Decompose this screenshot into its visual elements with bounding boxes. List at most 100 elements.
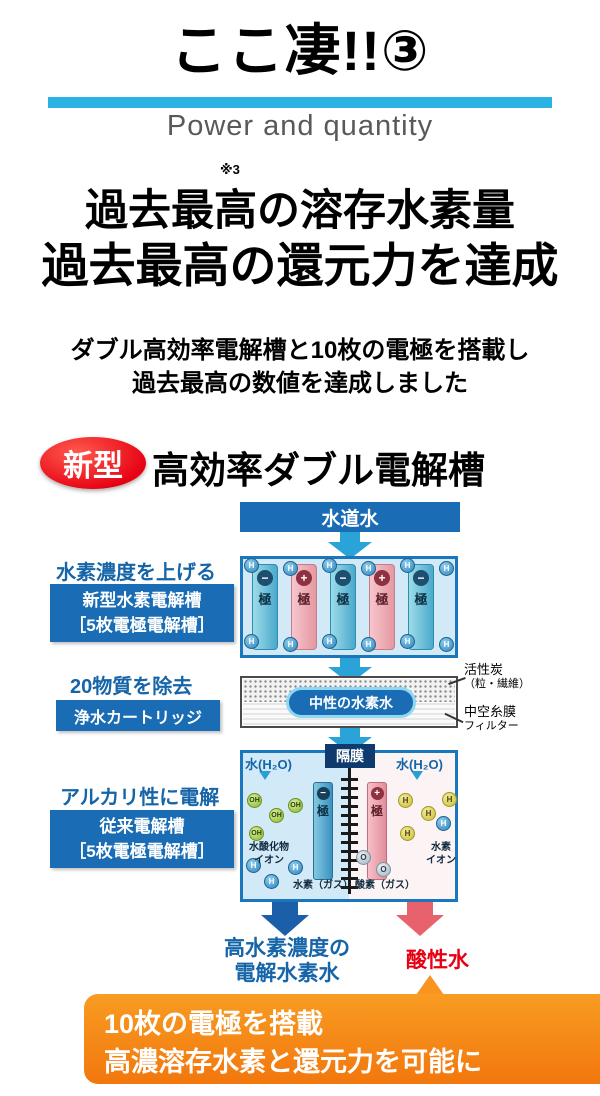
hollow-fiber-label-line1: 中空糸膜 [464,704,517,719]
down-arrow-icon [340,728,360,737]
electrode-label: 極 [414,592,428,607]
tap-water-label: 水道水 [240,502,460,532]
footer-banner-line1: 10枚の電極を搭載 [104,1009,324,1039]
output-label-hydrogen-water-line1: 高水素濃度の [224,937,350,960]
hydroxide-ion-label-line2: イオン [254,854,284,866]
hydrogen-ion-icon: H [264,874,279,889]
electrode-label: 極 [375,592,389,607]
section-title: 高効率ダブル電解槽 [152,450,485,491]
hydrogen-ion-icon: H [400,634,415,649]
oxygen-ion-icon: O [356,850,371,865]
hydrogen-ion-plus-icon: H [400,826,415,841]
activated-carbon-label-line2: （粒・繊維） [464,678,530,691]
caption-alkaline-electrolysis: アルカリ性に電解 [60,787,220,809]
oxygen-gas-label: 酸素（ガス） [355,880,415,891]
label-box-new-electrolyzer-line1: 新型水素電解槽 [82,590,202,610]
hydrogen-ion-icon: H [400,558,415,573]
accent-bar [48,97,552,108]
electrode-plate-positive: + 極 [291,564,317,650]
hydroxide-ion-icon: OH [269,808,284,823]
hydrogen-ion-label: 水素 イオン [422,842,460,867]
electrode-plate-negative: − 極 [330,564,356,650]
anode-plate: + 極 [367,782,387,880]
hydroxide-ion-icon: OH [247,793,262,808]
water-inlet-label-right: 水(H₂O) [396,757,443,772]
description-line-1: ダブル高効率電解槽と10枚の電極を搭載し [70,337,530,364]
label-box-purification-cartridge: 浄水カートリッジ [56,700,220,731]
electrode-label: 極 [370,804,383,818]
electrode-label: 極 [258,592,272,607]
output-arrow-acidic-water [396,915,444,936]
water-inlet-label-left: 水(H₂O) [245,757,292,772]
electrode-plate-negative: − 極 [252,564,278,650]
footer-banner-notch [416,975,444,995]
hydrogen-ion-label-line2: イオン [426,854,456,866]
hydrogen-ion-icon: H [283,637,298,652]
page-title: ここ凄!!③ [170,19,430,82]
hydrogen-ion-icon: H [244,558,259,573]
electrode-plate-positive: + 極 [369,564,395,650]
hydrogen-ion-icon: H [439,637,454,652]
label-box-conventional-electrolyzer-line1: 従来電解槽 [99,816,185,836]
output-arrow-acidic-water [407,902,433,915]
minus-symbol-icon: − [316,787,330,800]
down-arrow-icon [340,532,360,542]
mini-down-arrow-icon [411,771,423,780]
hydrogen-ion-plus-icon: H [442,792,457,807]
output-label-hydrogen-water: 高水素濃度の 電解水素水 [190,936,384,986]
headline-dissolved-hydrogen: 過去最高の溶存水素量 [85,187,515,235]
hydrogen-ion-icon: H [288,860,303,875]
electrode-label: 極 [316,804,329,818]
hydrogen-ion-icon: H [246,858,261,873]
minus-symbol-icon: − [335,570,351,586]
footer-banner-line2: 高濃溶存水素と還元力を可能に [104,1047,482,1078]
output-label-acidic-water: 酸性水 [406,949,469,972]
hydrogen-ion-icon: H [322,558,337,573]
hydrogen-ion-icon: H [361,561,376,576]
caption-increase-hydrogen: 水素濃度を上げる [56,562,216,584]
hydrogen-gas-label: 水素（ガス） [293,880,353,891]
hydrogen-ion-icon: H [322,634,337,649]
footer-banner: 10枚の電極を搭載 高濃溶存水素と還元力を可能に [84,994,600,1084]
new-badge: 新型 [40,437,146,489]
hydrogen-ion-icon: H [436,816,451,831]
cathode-plate: − 極 [313,782,333,880]
hydroxide-ion-label: 水酸化物 イオン [241,842,297,867]
plus-symbol-icon: + [370,787,384,800]
electrode-label: 極 [297,592,311,607]
oxygen-ion-icon: O [376,862,391,877]
down-arrow-icon [340,658,360,667]
hydroxide-ion-label-line1: 水酸化物 [249,842,289,853]
output-label-hydrogen-water-line2: 電解水素水 [234,962,340,986]
headline-reduction-power: 過去最高の還元力を達成 [41,239,559,292]
mini-down-arrow-icon [259,771,271,780]
caption-remove-substances: 20物質を除去 [70,676,193,698]
membrane-label: 隔膜 [325,744,375,768]
label-box-new-electrolyzer: 新型水素電解槽 ［5枚電極電解槽］ [50,584,234,642]
hydrogen-ion-icon: H [283,561,298,576]
description-line-2: 過去最高の数値を達成しました [132,370,468,397]
hydrogen-ion-plus-icon: H [398,793,413,808]
hydrogen-ion-icon: H [439,561,454,576]
hydrogen-ion-icon: H [244,634,259,649]
plus-symbol-icon: + [296,570,312,586]
hydroxide-ion-icon: OH [288,798,303,813]
hydrogen-ion-label-line1: 水素 [431,842,451,853]
minus-symbol-icon: − [257,570,273,586]
output-arrow-hydrogen-water [261,915,309,936]
neutral-hydrogen-water-label: 中性の水素水 [286,687,416,718]
hollow-fiber-label: 中空糸膜 フィルター [464,704,574,734]
activated-carbon-label: 活性炭 （粒・繊維） [464,662,574,692]
minus-symbol-icon: − [413,570,429,586]
label-box-purification-cartridge-text: 浄水カートリッジ [73,709,202,727]
down-arrow-icon [328,542,372,559]
output-arrow-hydrogen-water [272,902,298,915]
subtitle: Power and quantity [166,110,434,142]
label-box-new-electrolyzer-line2: ［5枚電極電解槽］ [69,616,215,635]
membrane-line [348,768,351,894]
footnote-marker: ※3 [220,162,240,177]
hydrogen-ion-icon: H [361,637,376,652]
plus-symbol-icon: + [374,570,390,586]
activated-carbon-label-line1: 活性炭 [464,662,504,677]
